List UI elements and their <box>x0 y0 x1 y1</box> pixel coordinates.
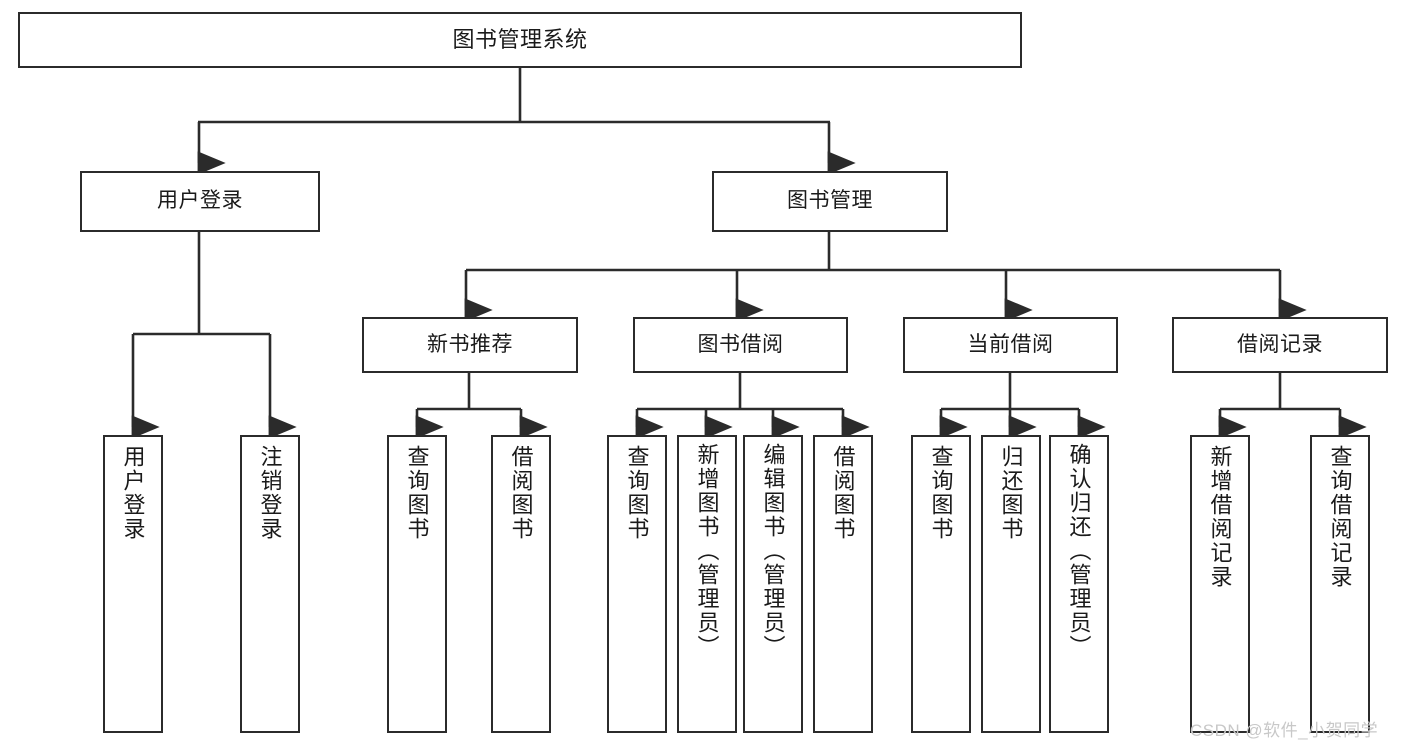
node-label: 新增借阅记录 <box>1207 445 1233 589</box>
node-label: 用户登录 <box>120 445 146 541</box>
node-current-borrow[interactable]: 当前借阅 <box>903 317 1118 373</box>
node-leaf-currentborrow-query[interactable]: 查询图书 <box>911 435 971 733</box>
node-label: 借阅记录 <box>1237 332 1323 356</box>
node-leaf-newbook-borrow[interactable]: 借阅图书 <box>491 435 551 733</box>
node-leaf-borrowrecord-query[interactable]: 查询借阅记录 <box>1310 435 1370 733</box>
node-leaf-newbook-query[interactable]: 查询图书 <box>387 435 447 733</box>
node-label: 查询图书 <box>624 445 650 541</box>
node-label: 图书借阅 <box>697 332 784 356</box>
csdn-watermark: CSDN @软件_小贺同学 <box>1190 721 1379 740</box>
node-leaf-borrowrecord-add[interactable]: 新增借阅记录 <box>1190 435 1250 733</box>
node-label: 新书推荐 <box>427 332 513 356</box>
node-label: 图书管理 <box>787 189 873 213</box>
node-borrow-record[interactable]: 借阅记录 <box>1172 317 1388 373</box>
node-label: 图书管理系统 <box>452 27 588 53</box>
node-label: 借阅图书 <box>508 445 534 541</box>
node-book-borrow[interactable]: 图书借阅 <box>633 317 848 373</box>
node-leaf-currentborrow-return[interactable]: 归还图书 <box>981 435 1041 733</box>
node-label: 注销登录 <box>257 445 283 541</box>
node-label: 确认归还（管理员） <box>1066 443 1092 659</box>
node-leaf-borrowbook-query[interactable]: 查询图书 <box>607 435 667 733</box>
node-root-system[interactable]: 图书管理系统 <box>18 12 1022 68</box>
node-book-management[interactable]: 图书管理 <box>712 171 948 232</box>
node-label: 编辑图书（管理员） <box>760 443 786 659</box>
node-label: 归还图书 <box>998 445 1024 541</box>
node-leaf-borrowbook-borrow[interactable]: 借阅图书 <box>813 435 873 733</box>
node-leaf-borrowbook-edit[interactable]: 编辑图书（管理员） <box>743 435 803 733</box>
node-label: 查询借阅记录 <box>1327 445 1353 589</box>
node-label: 当前借阅 <box>967 332 1054 356</box>
node-label: 借阅图书 <box>830 445 856 541</box>
node-leaf-currentborrow-confirm[interactable]: 确认归还（管理员） <box>1049 435 1109 733</box>
node-leaf-borrowbook-add[interactable]: 新增图书（管理员） <box>677 435 737 733</box>
node-leaf-user-login-signin[interactable]: 用户登录 <box>103 435 163 733</box>
node-label: 查询图书 <box>404 445 430 541</box>
node-label: 用户登录 <box>157 189 243 213</box>
node-new-book-recommend[interactable]: 新书推荐 <box>362 317 578 373</box>
node-user-login[interactable]: 用户登录 <box>80 171 320 232</box>
node-leaf-user-login-signout[interactable]: 注销登录 <box>240 435 300 733</box>
node-label: 新增图书（管理员） <box>694 443 720 659</box>
node-label: 查询图书 <box>928 445 954 541</box>
